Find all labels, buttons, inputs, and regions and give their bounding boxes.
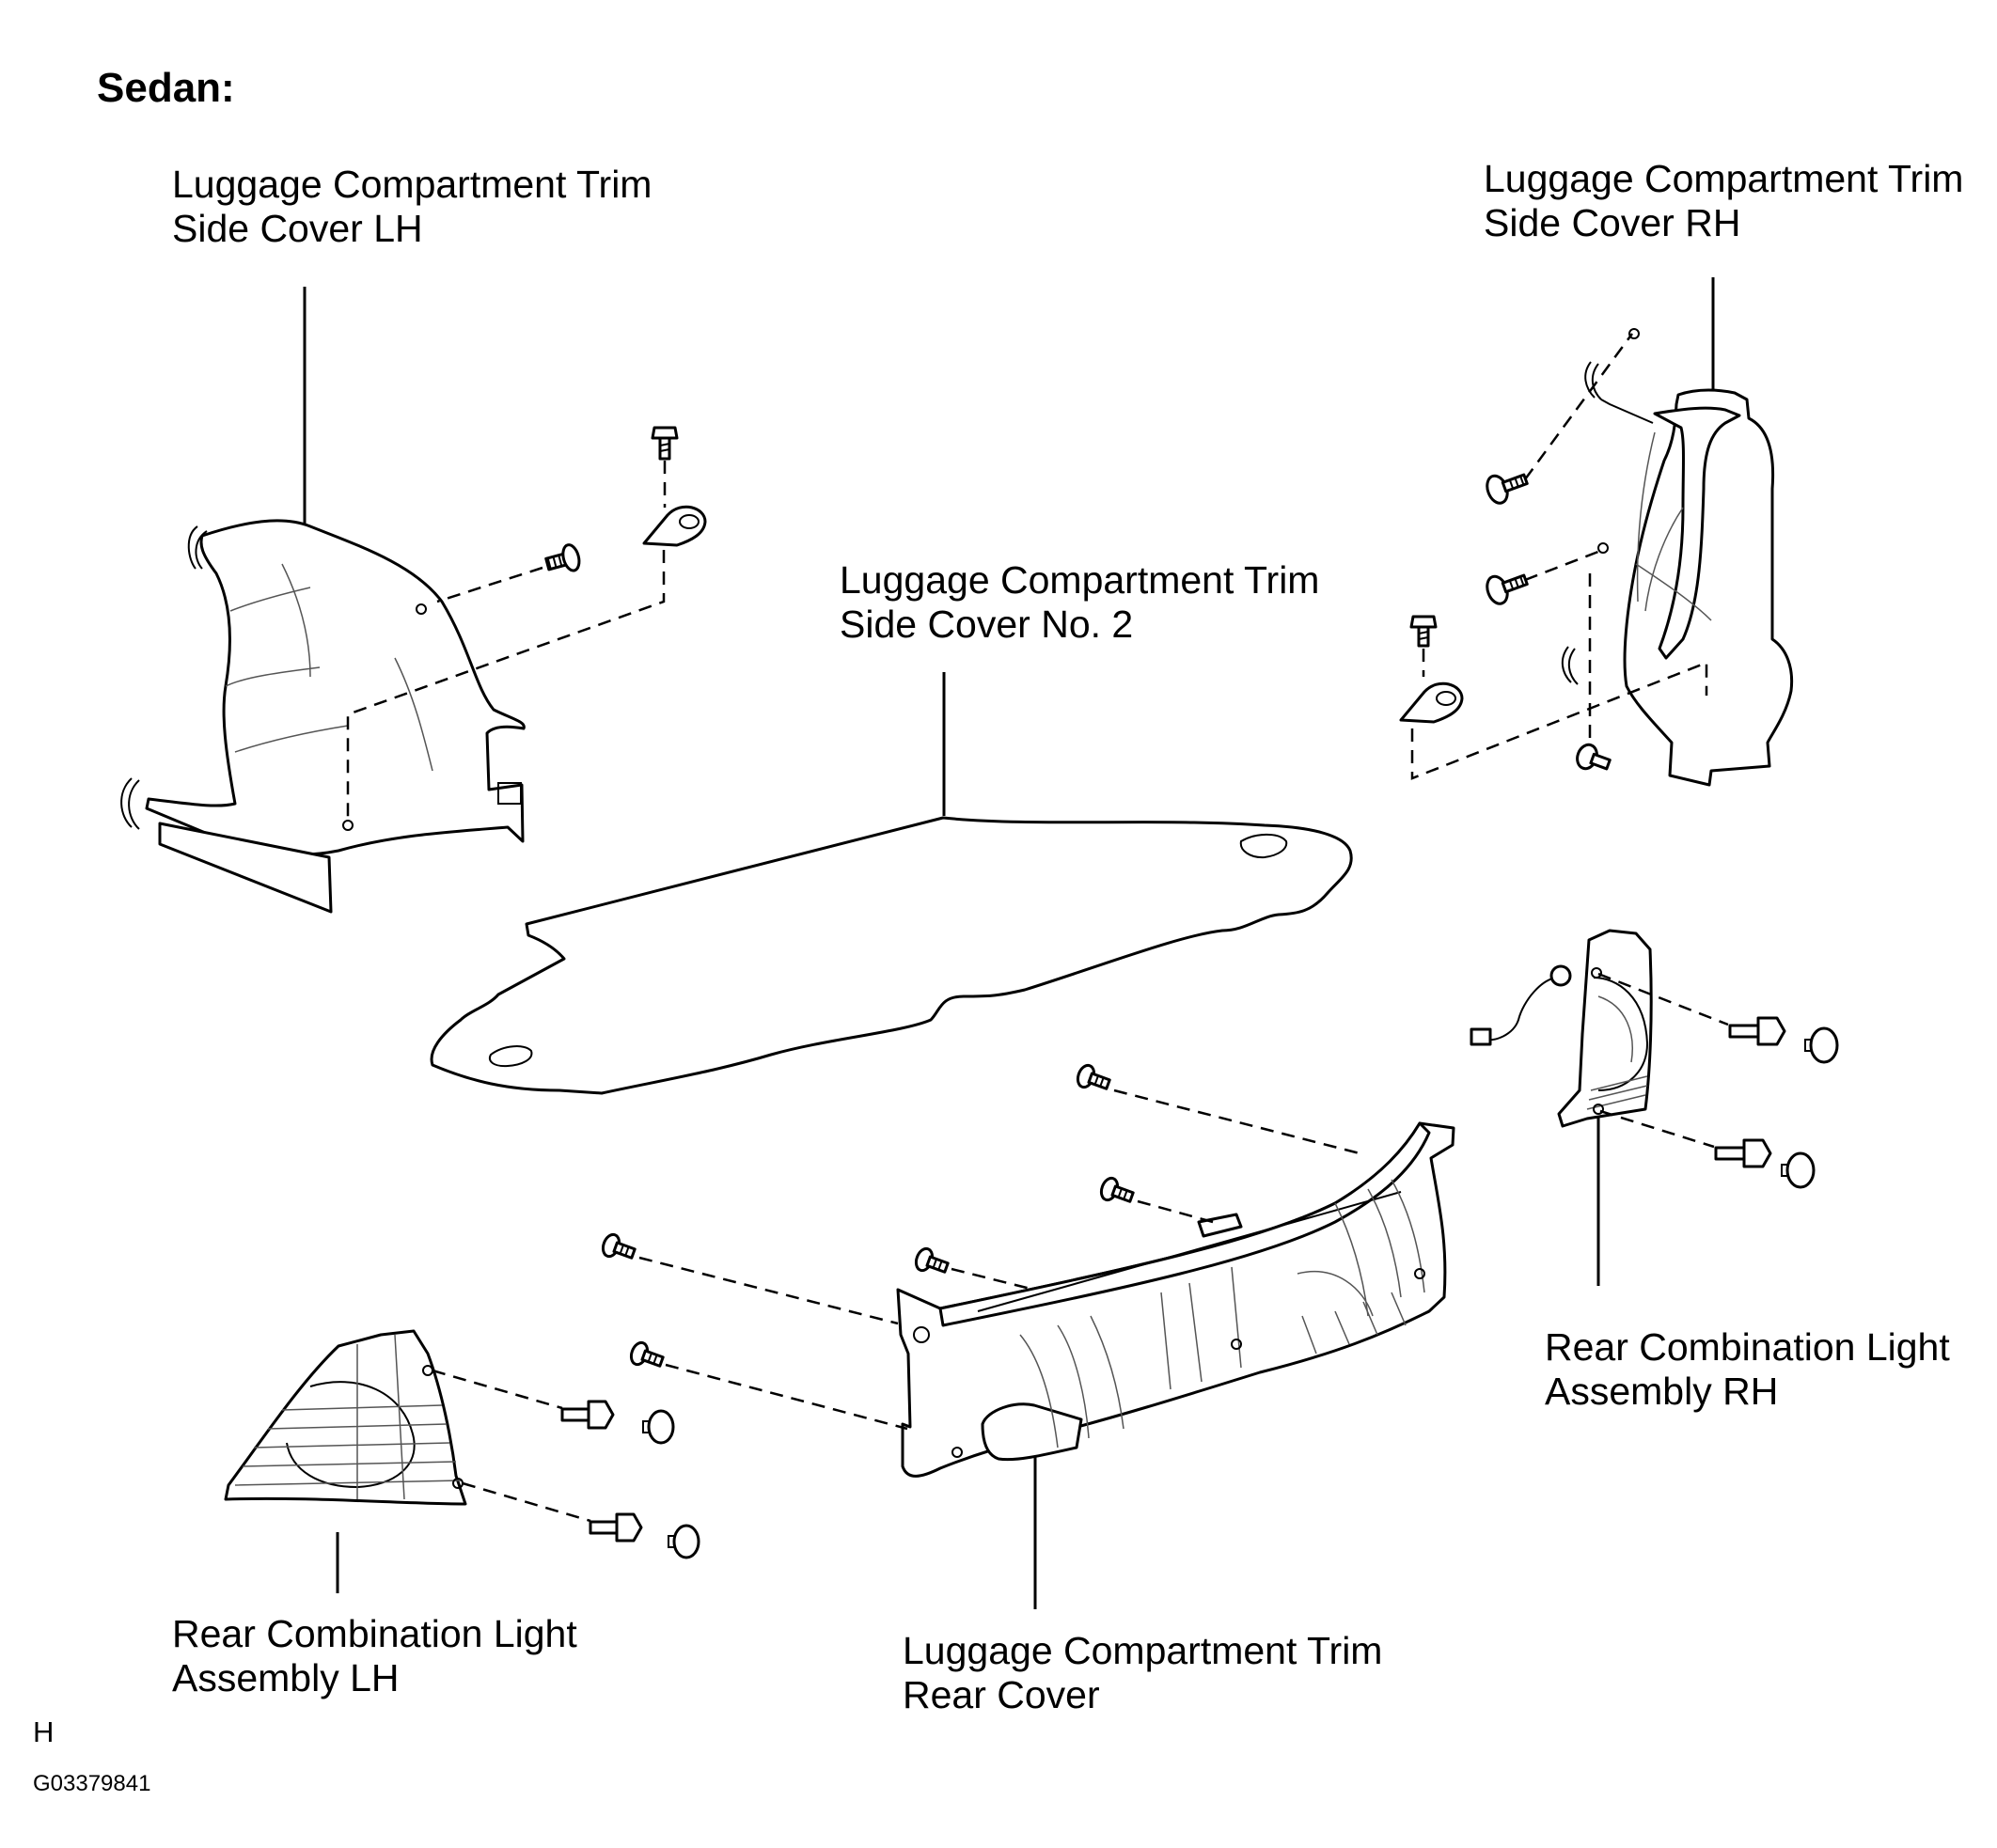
rear-light-lh-fasteners (432, 1369, 700, 1559)
cut-line-icon (120, 777, 140, 830)
screw-icon (1576, 743, 1612, 771)
lamp-lens-icon (1593, 977, 1649, 1091)
assembly-dashline (1599, 1109, 1715, 1149)
assembly-dashline (346, 550, 666, 820)
bulb-socket-icon (1549, 964, 1572, 987)
mounting-hole-icon (1231, 1339, 1242, 1350)
diagram-title: Sedan: (97, 65, 235, 111)
screw-icon (1486, 473, 1529, 505)
screw-icon (601, 1232, 637, 1260)
mounting-hole-icon (1593, 1104, 1604, 1115)
label-side-cover-lh-line2: Side Cover LH (172, 207, 423, 250)
screw-icon (914, 1246, 950, 1274)
mounting-hole-icon (1597, 542, 1609, 554)
rear-light-rh-fasteners (1597, 972, 1839, 1189)
assembly-dashline (638, 1256, 899, 1325)
assembly-dashline (1523, 333, 1634, 480)
label-rear-light-lh-line2: Assembly LH (172, 1656, 400, 1699)
label-side-cover-rh: Luggage Compartment Trim Side Cover RH (1484, 157, 1963, 244)
mounting-hole-icon (913, 1326, 930, 1343)
cut-line-icon (1600, 399, 1654, 424)
label-rear-cover-line2: Rear Cover (903, 1673, 1100, 1716)
label-rear-cover: Luggage Compartment Trim Rear Cover (903, 1629, 1382, 1716)
assembly-dashline (1137, 1199, 1214, 1224)
lamp-lens-icon (286, 1381, 416, 1489)
side-cover-rh-part (1561, 328, 1794, 787)
cut-line-icon (1584, 361, 1602, 400)
mounting-hole-icon (1414, 1268, 1425, 1279)
label-side-cover-rh-line2: Side Cover RH (1484, 201, 1740, 244)
cut-line-icon (187, 525, 208, 570)
grommet-icon (1804, 1026, 1839, 1064)
label-side-cover-no2-line2: Side Cover No. 2 (840, 603, 1133, 646)
label-rear-light-lh: Rear Combination Light Assembly LH (172, 1612, 577, 1699)
rear-light-rh-part (1470, 929, 1653, 1128)
side-cover-no2-part (430, 816, 1353, 1095)
rear-cover-ridge (977, 1191, 1402, 1312)
mounting-hole-icon (1591, 967, 1602, 979)
leader-lines (303, 277, 1715, 1609)
footer-figure-id: G03379841 (33, 1771, 150, 1796)
assembly-dashline (436, 566, 543, 603)
label-rear-light-rh-line2: Assembly RH (1545, 1370, 1778, 1413)
rear-cover-fasteners (601, 1063, 1364, 1431)
label-rear-cover-line1: Luggage Compartment Trim (903, 1629, 1382, 1672)
rear-light-lh-part (224, 1329, 467, 1506)
assembly-dashline (665, 1363, 908, 1431)
bolt-icon (1409, 615, 1438, 648)
mat-hole-icon (1239, 833, 1288, 859)
footer-code-letter: H (33, 1715, 54, 1748)
screw-icon (544, 543, 581, 572)
label-side-cover-rh-line1: Luggage Compartment Trim (1484, 157, 1963, 200)
mounting-hole-icon (1628, 328, 1640, 339)
grommet-icon (1781, 1151, 1816, 1189)
assembly-dashline (1524, 548, 1604, 582)
lamp-wire-icon (1480, 977, 1560, 1041)
mounting-hole-icon (951, 1447, 963, 1458)
label-rear-light-rh: Rear Combination Light Assembly RH (1545, 1325, 1950, 1413)
clip-bracket-icon (1399, 681, 1464, 724)
nut-icon (1728, 1016, 1786, 1046)
assembly-dashline (1410, 661, 1708, 780)
label-side-cover-no2: Luggage Compartment Trim Side Cover No. … (840, 558, 1319, 646)
label-rear-light-lh-line1: Rear Combination Light (172, 1612, 577, 1655)
connector-icon (1470, 1027, 1492, 1046)
cut-line-icon (1561, 646, 1579, 685)
nut-icon (1714, 1138, 1772, 1168)
screw-icon (1486, 573, 1529, 605)
grommet-icon (642, 1409, 675, 1445)
side-cover-rh-fasteners (1399, 333, 1708, 780)
grommet-icon (668, 1524, 700, 1559)
label-side-cover-lh-line1: Luggage Compartment Trim (172, 163, 652, 206)
assembly-dashline (1113, 1088, 1364, 1156)
screw-icon (1099, 1176, 1135, 1203)
label-side-cover-no2-line1: Luggage Compartment Trim (840, 558, 1319, 602)
rear-cover-latch-icon (1197, 1213, 1243, 1238)
nut-icon (560, 1400, 615, 1430)
clip-bracket-icon (642, 505, 707, 547)
side-cover-lh-part (120, 519, 526, 914)
label-rear-light-rh-line1: Rear Combination Light (1545, 1325, 1950, 1369)
side-cover-lh-fasteners (346, 426, 707, 820)
mat-hole-icon (489, 1045, 533, 1068)
label-side-cover-lh: Luggage Compartment Trim Side Cover LH (172, 163, 652, 250)
assembly-dashline (951, 1267, 1035, 1292)
screw-icon (1076, 1063, 1111, 1090)
assembly-dashline (432, 1369, 563, 1410)
rear-cover-part (896, 1121, 1455, 1478)
clip-tab-icon (497, 782, 522, 805)
nut-icon (589, 1512, 643, 1543)
bolt-icon (651, 426, 679, 461)
mounting-hole-icon (342, 820, 354, 831)
assembly-dashline (462, 1481, 591, 1523)
mounting-hole-icon (416, 603, 427, 615)
assembly-dashline (1597, 972, 1729, 1026)
screw-icon (629, 1340, 665, 1368)
